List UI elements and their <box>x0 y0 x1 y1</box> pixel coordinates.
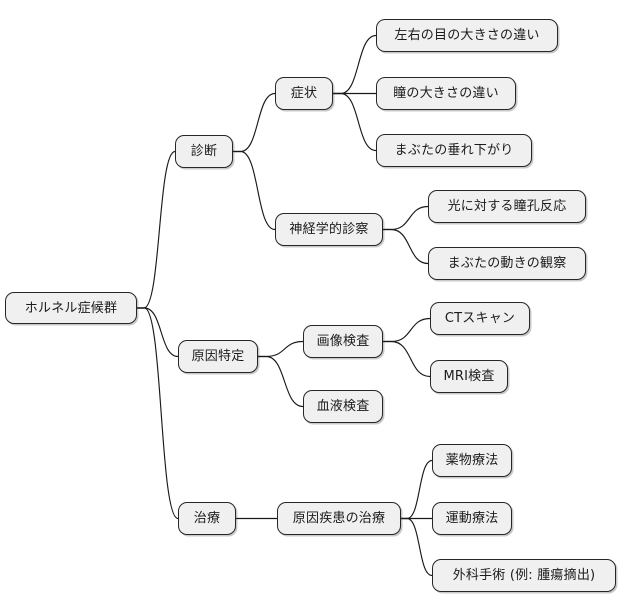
node-label: 症状 <box>290 86 318 101</box>
mindmap-node-n7[interactable]: 光に対する瞳孔反応 <box>428 190 586 223</box>
node-label: 神経学的診察 <box>289 222 369 237</box>
node-label: 外科手術 (例: 腫瘍摘出) <box>452 568 596 583</box>
edge-n1-to-n2 <box>232 92 276 153</box>
node-label: 運動療法 <box>445 511 499 526</box>
node-label: 原因特定 <box>191 349 245 364</box>
mindmap-node-n11[interactable]: CTスキャン <box>430 302 530 335</box>
node-label: 左右の目の大きさの違い <box>394 28 540 43</box>
edge-n15-to-n18 <box>400 517 433 577</box>
mindmap-node-n14[interactable]: 治療 <box>178 502 236 535</box>
edge-n15-to-n16 <box>400 459 433 520</box>
edge-n1-to-n6 <box>232 150 276 231</box>
edge-n9-to-n10 <box>257 340 304 358</box>
mindmap-node-n17[interactable]: 運動療法 <box>432 502 512 535</box>
edge-n6-to-n7 <box>382 205 429 231</box>
node-label: まぶたの動きの観察 <box>447 256 567 271</box>
edge-root-to-n9 <box>136 307 179 358</box>
edge-n2-to-n3 <box>332 34 377 95</box>
mindmap-node-n5[interactable]: まぶたの垂れ下がり <box>376 134 532 167</box>
edge-n10-to-n11 <box>382 317 431 343</box>
mindmap-node-n9[interactable]: 原因特定 <box>178 340 258 373</box>
node-label: CTスキャン <box>444 311 516 326</box>
mindmap-node-n8[interactable]: まぶたの動きの観察 <box>428 247 586 280</box>
mindmap-node-n15[interactable]: 原因疾患の治療 <box>277 502 401 535</box>
mindmap-node-n13[interactable]: 血液検査 <box>303 390 383 423</box>
node-label: 薬物療法 <box>445 453 499 468</box>
node-label: 光に対する瞳孔反応 <box>447 199 567 214</box>
edge-root-to-n14 <box>136 307 179 520</box>
node-label: 血液検査 <box>316 399 370 414</box>
node-label: 診断 <box>190 144 218 159</box>
edge-n6-to-n8 <box>382 228 429 265</box>
mindmap-node-n10[interactable]: 画像検査 <box>303 325 383 358</box>
node-label: 原因疾患の治療 <box>292 511 386 526</box>
mindmap-root-node[interactable]: ホルネル症候群 <box>5 292 137 324</box>
node-label: 画像検査 <box>316 334 370 349</box>
node-label: まぶたの垂れ下がり <box>394 143 514 158</box>
mindmap-node-n4[interactable]: 瞳の大きさの違い <box>376 77 516 110</box>
edge-n2-to-n5 <box>332 92 377 152</box>
node-label: ホルネル症候群 <box>24 300 118 316</box>
mindmap-node-n18[interactable]: 外科手術 (例: 腫瘍摘出) <box>432 559 616 592</box>
edge-root-to-n1 <box>136 150 176 309</box>
node-label: 治療 <box>193 511 221 526</box>
mindmap-node-n6[interactable]: 神経学的診察 <box>275 213 383 246</box>
mindmap-node-n12[interactable]: MRI検査 <box>430 360 508 393</box>
edge-n10-to-n12 <box>382 340 431 378</box>
edge-n9-to-n13 <box>257 355 304 408</box>
mindmap-node-n3[interactable]: 左右の目の大きさの違い <box>376 19 558 52</box>
node-label: MRI検査 <box>443 369 495 384</box>
node-label: 瞳の大きさの違い <box>393 86 499 101</box>
mindmap-node-n1[interactable]: 診断 <box>175 135 233 168</box>
mindmap-node-n16[interactable]: 薬物療法 <box>432 444 512 477</box>
mindmap-node-n2[interactable]: 症状 <box>275 77 333 110</box>
